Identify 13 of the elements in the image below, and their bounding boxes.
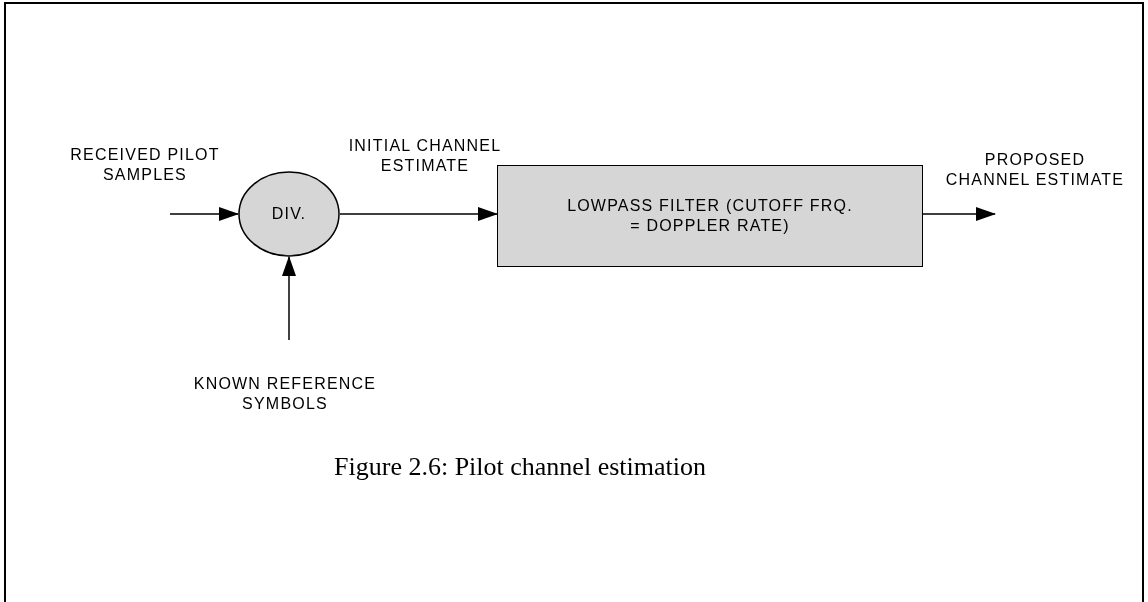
arrow bbox=[922, 207, 996, 221]
node-text: LOWPASS FILTER (CUTOFF FRQ. = DOPPLER RATE) bbox=[566, 196, 854, 236]
arrow bbox=[282, 256, 296, 341]
arrow bbox=[169, 207, 239, 221]
node-text: DIV. bbox=[271, 204, 307, 224]
figure-caption: Figure 2.6: Pilot channel estimation bbox=[333, 452, 707, 482]
arrow bbox=[339, 207, 498, 221]
edge-label: RECEIVED PILOT SAMPLES bbox=[69, 145, 221, 185]
edge-label: PROPOSED CHANNEL ESTIMATE bbox=[945, 150, 1125, 190]
edge-label: INITIAL CHANNEL ESTIMATE bbox=[347, 136, 503, 176]
process-box bbox=[497, 165, 923, 267]
input-label: KNOWN REFERENCE SYMBOLS bbox=[192, 374, 378, 414]
process-circle bbox=[238, 171, 340, 257]
